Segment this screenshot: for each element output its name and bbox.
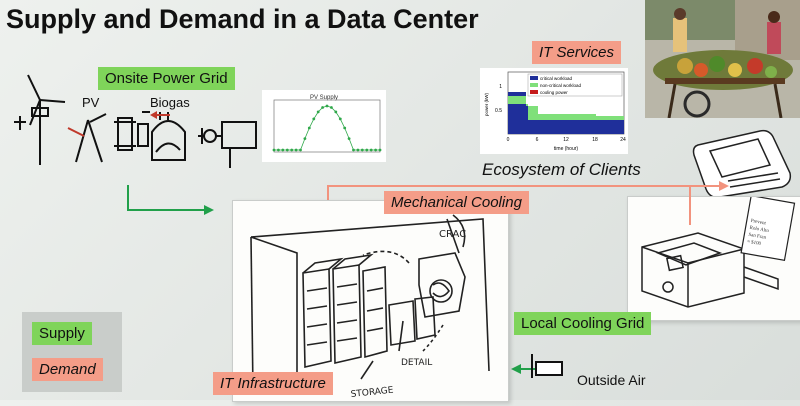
pv-point (352, 148, 355, 152)
pv-point (312, 117, 316, 121)
pv-point (343, 126, 347, 130)
it-x-tick-24: 24 (620, 137, 626, 143)
pv-point (290, 148, 294, 152)
supply-arrow (127, 185, 205, 211)
storage-sketch-label: STORAGE (350, 386, 394, 400)
pv-point (316, 110, 320, 114)
it-services-label: IT Services (532, 41, 622, 64)
receipt-line-2: Rolo Alto (749, 226, 770, 234)
solar-panel-icon (75, 113, 107, 163)
legend-critical: critical workload (540, 76, 573, 81)
data-center-sketch-panel: CRAC DETAIL STORAGE (232, 200, 509, 402)
pv-point (338, 117, 342, 121)
it-infrastructure-label: IT Infrastructure (213, 372, 333, 395)
onsite-power-grid-label: Onsite Power Grid (98, 67, 235, 90)
pv-point (281, 148, 285, 152)
mechanical-cooling-label: Mechanical Cooling (384, 191, 529, 214)
power-sources-sketch (14, 74, 257, 168)
detail-sketch-label: DETAIL (401, 358, 432, 368)
pv-point (374, 148, 377, 152)
receipt-line-3: San Fran (748, 233, 767, 241)
pv-supply-chart: PV Supply (262, 90, 386, 162)
pv-chart-title: PV Supply (310, 95, 338, 101)
pv-label: PV (82, 95, 100, 110)
it-services-chart: critical workload non-critical workload … (480, 68, 628, 154)
wind-turbine-icon (14, 74, 66, 165)
pv-point (347, 137, 351, 140)
it-x-label: time (hour) (554, 146, 579, 152)
it-x-tick-0: 0 (507, 137, 510, 143)
pv-point (369, 148, 373, 152)
receipt-line-4: ≈ $100 (747, 240, 762, 247)
cooling-unit-icon (531, 354, 563, 378)
it-y-tick-1: 1 (499, 84, 502, 90)
legend-cooling: cooling power (540, 90, 568, 95)
it-x-tick-18: 18 (592, 137, 598, 143)
pv-point (277, 148, 280, 152)
pv-point (307, 126, 311, 130)
pv-point (365, 148, 369, 152)
pv-point (272, 148, 276, 152)
legend-supply: Supply (32, 322, 92, 345)
crac-sketch-label: CRAC (439, 229, 466, 240)
biogas-label: Biogas (150, 95, 190, 110)
vendor-photo (645, 0, 800, 118)
pv-point (334, 110, 338, 114)
ecosystem-label: Ecosystem of Clients (482, 160, 641, 179)
legend-noncritical: non-critical workload (540, 83, 582, 88)
generator-icon (198, 121, 257, 168)
receipt-line-1: Prevent (750, 219, 767, 227)
demand-arrow-clients (327, 185, 720, 205)
pv-point (330, 106, 333, 109)
pv-point (294, 148, 298, 152)
pv-point (378, 148, 382, 152)
pv-point (299, 148, 302, 152)
it-y-label: power (kW) (484, 92, 489, 116)
it-x-tick-6: 6 (536, 137, 539, 143)
pv-point (325, 104, 329, 108)
pv-point (303, 137, 307, 140)
atm-sketch-panel: Prevent Rolo Alto San Fran ≈ $100 (627, 194, 800, 321)
pv-point (321, 106, 324, 109)
pv-point (360, 148, 364, 152)
outside-air-label: Outside Air (577, 372, 646, 388)
pv-point (285, 148, 289, 152)
legend-demand: Demand (32, 358, 103, 381)
biogas-plant-icon (114, 111, 186, 161)
legend: Supply Demand (22, 312, 122, 392)
it-x-tick-12: 12 (563, 137, 569, 143)
phone-sketch (692, 129, 792, 199)
page-title: Supply and Demand in a Data Center (6, 4, 479, 34)
it-y-tick-05: 0.5 (495, 108, 502, 114)
pv-point (356, 148, 360, 152)
local-cooling-grid-label: Local Cooling Grid (514, 312, 652, 335)
